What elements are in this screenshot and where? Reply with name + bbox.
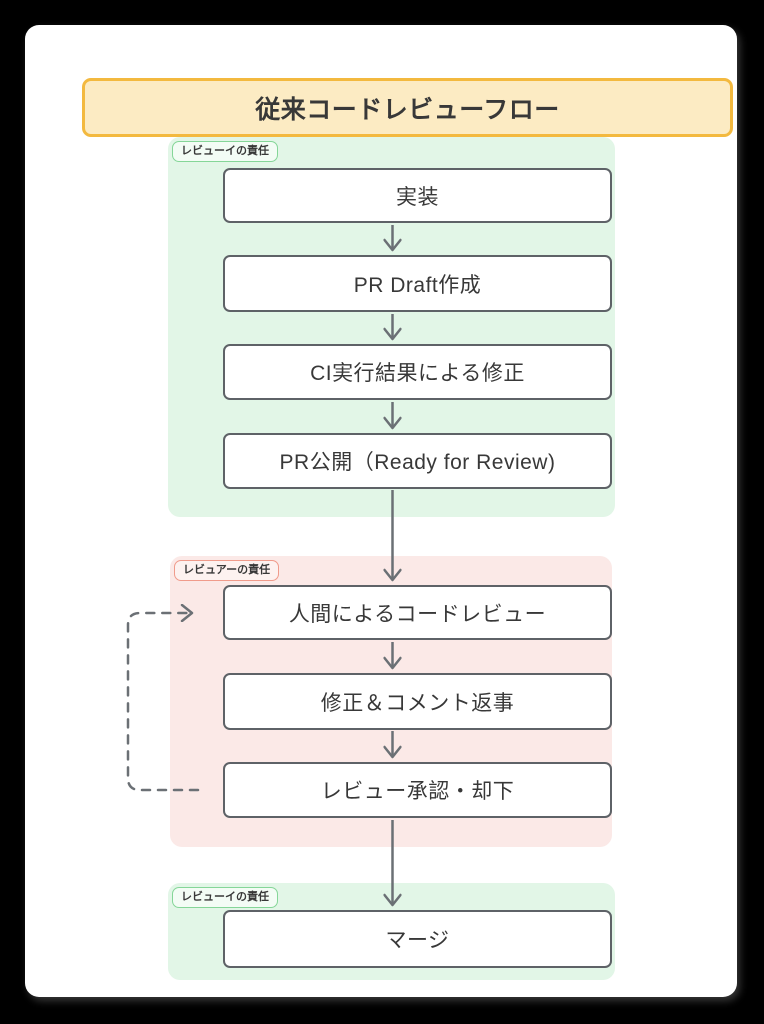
node-implementation: 実装: [223, 168, 612, 223]
section-reviewer-badge: レビュアーの責任: [174, 560, 280, 582]
section-reviewee-bottom-badge: レビューイの責任: [172, 887, 278, 909]
diagram-card: 従来コードレビューフロー レビューイの責任 レビュアーの責任 レビューイの責任 …: [25, 25, 737, 997]
diagram-title-banner: 従来コードレビューフロー: [82, 78, 733, 137]
node-fix-and-reply: 修正＆コメント返事: [223, 673, 612, 730]
node-ci-fix: CI実行結果による修正: [223, 344, 612, 400]
diagram-title: 従来コードレビューフロー: [255, 95, 560, 124]
section-reviewee-top-badge: レビューイの責任: [172, 141, 278, 163]
node-merge: マージ: [223, 910, 612, 968]
node-approve-reject: レビュー承認・却下: [223, 762, 612, 818]
node-pr-draft: PR Draft作成: [223, 255, 612, 312]
node-human-review: 人間によるコードレビュー: [223, 585, 612, 640]
node-pr-open: PR公開（Ready for Review): [223, 433, 612, 489]
